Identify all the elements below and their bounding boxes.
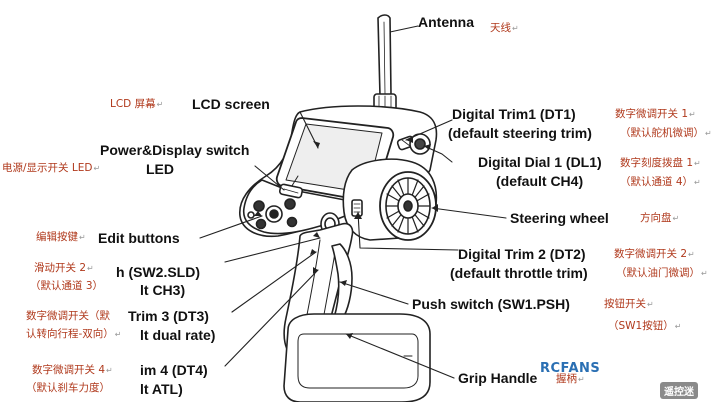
dt1-label-line1: Digital Trim1 (DT1) bbox=[452, 106, 576, 122]
dt2-cn-label-line1: 数字微调开关 2↵ bbox=[614, 248, 695, 260]
watermark-badge: 遥控迷 bbox=[660, 382, 698, 399]
push-cn-label-line2: （SW1按钮）↵ bbox=[608, 320, 682, 332]
sw2-label-line2: lt CH3) bbox=[140, 282, 186, 298]
steering-wheel bbox=[379, 171, 437, 241]
dl1-label-line1: Digital Dial 1 (DL1) bbox=[478, 154, 602, 170]
sw2-label-line1: h (SW2.SLD) bbox=[116, 264, 200, 280]
dl1-cn-label-line1: 数字刻度拨盘 1↵ bbox=[620, 157, 701, 169]
antenna-cn-label: 天线↵ bbox=[490, 22, 519, 34]
dt1-cn-label-line1: 数字微调开关 1↵ bbox=[615, 108, 696, 120]
dt4-cn-label-line1: 数字微调开关 4↵ bbox=[32, 364, 113, 376]
dt1-cn-label-line2: （默认舵机微调）↵ bbox=[620, 127, 712, 139]
lcd-cn-label: LCD 屏幕↵ bbox=[110, 98, 164, 110]
antenna bbox=[373, 14, 397, 111]
dt3-label-line1: Trim 3 (DT3) bbox=[128, 308, 209, 324]
led-label: LED bbox=[146, 161, 174, 177]
edit-button-group bbox=[247, 198, 298, 230]
sw2-cn-label-line2: （默认通道 3） bbox=[30, 280, 104, 292]
dt1-label-line2: (default steering trim) bbox=[448, 125, 592, 141]
edit-buttons-label: Edit buttons bbox=[98, 230, 180, 246]
dl1-cn-label-line2: （默认通道 4）↵ bbox=[620, 176, 701, 188]
sw2-cn-label-line1: 滑动开关 2↵ bbox=[34, 262, 94, 274]
dl1-label-line2: (default CH4) bbox=[496, 173, 584, 189]
power-cn-label: 电源/显示开关 LED↵ bbox=[2, 162, 101, 174]
power-display-switch-label: Power&Display switch bbox=[100, 142, 250, 158]
lcd-screen-label: LCD screen bbox=[192, 96, 270, 112]
digital-trim-2 bbox=[351, 199, 363, 217]
push-cn-label-line1: 按钮开关↵ bbox=[604, 298, 654, 310]
dt3-label-line2: lt dual rate) bbox=[140, 327, 216, 343]
dt4-label-line2: lt ATL) bbox=[140, 381, 183, 397]
rcfans-watermark: RCFANS bbox=[540, 361, 601, 376]
edit-cn-label: 编辑按键↵ bbox=[36, 231, 86, 243]
grip-handle-label: Grip Handle bbox=[458, 370, 538, 386]
power-switch bbox=[278, 183, 304, 199]
steering-cn-label: 方向盘↵ bbox=[640, 212, 680, 224]
dt3-cn-label-line2: 认转向行程-双向）↵ bbox=[26, 328, 122, 340]
dt2-cn-label-line2: （默认油门微调）↵ bbox=[616, 267, 708, 279]
dt2-label-line2: (default throttle trim) bbox=[450, 265, 588, 281]
grip-cn-label: 握柄↵ bbox=[556, 373, 585, 385]
dt3-cn-label-line1: 数字微调开关（默 bbox=[26, 310, 110, 322]
steering-wheel-label: Steering wheel bbox=[510, 210, 609, 226]
dt4-label-line1: im 4 (DT4) bbox=[140, 362, 208, 378]
antenna-label: Antenna bbox=[418, 14, 474, 30]
base-stand bbox=[283, 313, 431, 402]
dt4-cn-label-line2: （默认刹车力度） bbox=[26, 382, 110, 394]
push-switch-label: Push switch (SW1.PSH) bbox=[412, 296, 570, 312]
dt2-label-line1: Digital Trim 2 (DT2) bbox=[458, 246, 586, 262]
